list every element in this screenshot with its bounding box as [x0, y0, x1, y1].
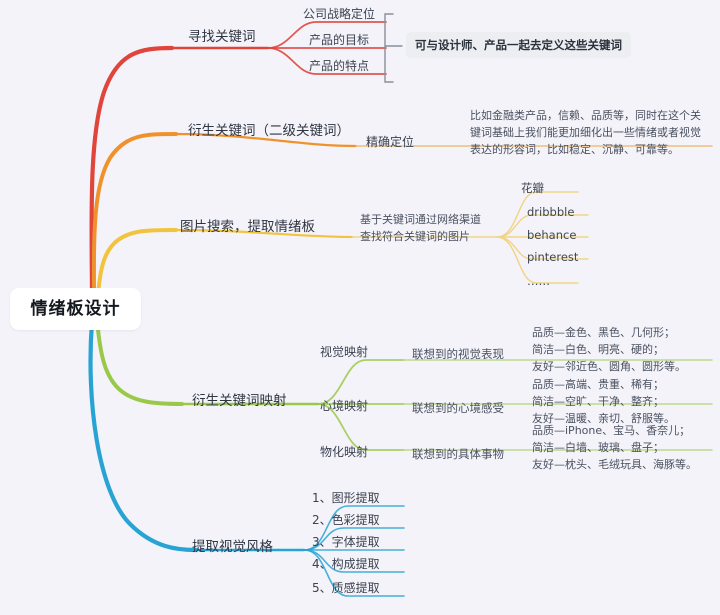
- branch-node-2[interactable]: 衍生关键词（二级关键词）: [188, 123, 350, 139]
- branch-node-3[interactable]: 图片搜索，提取情绪板: [180, 219, 315, 235]
- link-branch4-child-0: [317, 359, 405, 405]
- branch1-child-2[interactable]: 产品的特点: [309, 59, 370, 73]
- branch4-child-0[interactable]: 视觉映射: [320, 345, 369, 359]
- link-branch5-child-4: [303, 549, 405, 597]
- branch4-child-1[interactable]: 心境映射: [320, 399, 369, 413]
- branch5-child-0[interactable]: 1、图形提取: [312, 491, 380, 505]
- branch4-child-1-description: 品质—高端、贵重、稀有； 简洁—空旷、干净、整齐； 友好—温暖、亲切、舒服等。: [532, 378, 675, 425]
- branch4-child-2-description: 品质—iPhone、宝马、香奈儿； 简洁—白墙、玻璃、盘子； 友好—枕头、毛绒玩…: [532, 424, 697, 471]
- branch4-child-1-sub[interactable]: 联想到的心境感受: [412, 401, 504, 415]
- branch3-leaf-1[interactable]: dribbble: [527, 205, 575, 219]
- branch-node-5[interactable]: 提取视觉风格: [192, 539, 273, 555]
- branch-node-4[interactable]: 衍生关键词映射: [192, 393, 287, 409]
- branch-node-1[interactable]: 寻找关键词: [188, 29, 256, 45]
- branch3-leaf-3[interactable]: pinterest: [527, 250, 579, 264]
- branch3-leaf-4[interactable]: ……: [527, 274, 550, 288]
- branch4-child-2-sub[interactable]: 联想到的具体事物: [412, 447, 504, 461]
- branch4-child-0-sub[interactable]: 联想到的视觉表现: [412, 347, 504, 361]
- branch1-annotation[interactable]: 可与设计师、产品一起去定义这些关键词: [406, 32, 631, 58]
- branch5-child-2[interactable]: 3、字体提取: [312, 535, 380, 549]
- branch2-child-0-description: 比如金融类产品，信赖、品质等，同时在这个关键词基础上我们能更加细化出一些情绪或者…: [470, 109, 701, 156]
- link-root-branch4: [95, 318, 184, 406]
- link-branch3-leaf-1: [496, 214, 589, 238]
- link-root-branch5: [88, 319, 199, 553]
- branch3-leaf-0[interactable]: 花瓣: [521, 181, 544, 195]
- branch4-child-2[interactable]: 物化映射: [320, 445, 369, 459]
- branch3-child-0[interactable]: 基于关键词通过网络渠道 查找符合关键词的图片: [360, 213, 481, 243]
- branch1-child-1[interactable]: 产品的目标: [309, 33, 370, 47]
- link-branch3-main: [174, 228, 354, 239]
- link-branch1-child-0: [267, 21, 387, 49]
- branch4-child-0-description: 品质—金色、黑色、几何形； 简洁—白色、明亮、硬的； 友好—邻近色、圆角、圆形等…: [532, 326, 686, 373]
- link-root-branch1: [89, 45, 175, 303]
- branch5-child-1[interactable]: 2、色彩提取: [312, 513, 380, 527]
- root-node[interactable]: 情绪板设计: [10, 288, 141, 330]
- link-branch4-child-2: [317, 403, 405, 451]
- branch5-child-4[interactable]: 5、质感提取: [312, 581, 380, 595]
- link-branch1-child-2: [267, 47, 387, 75]
- link-branch2-main: [174, 132, 358, 148]
- branch3-leaf-2[interactable]: behance: [527, 228, 577, 242]
- branch5-child-3[interactable]: 4、构成提取: [312, 557, 380, 571]
- link-root-branch3: [95, 228, 178, 307]
- bracket-branch1: [384, 13, 394, 83]
- branch2-child-0[interactable]: 精确定位: [366, 135, 415, 149]
- link-branch3-leaf-0: [496, 191, 579, 238]
- branch1-child-0[interactable]: 公司战略定位: [303, 7, 376, 21]
- link-root-branch2: [91, 132, 178, 304]
- link-branch3-leaf-4: [496, 236, 579, 284]
